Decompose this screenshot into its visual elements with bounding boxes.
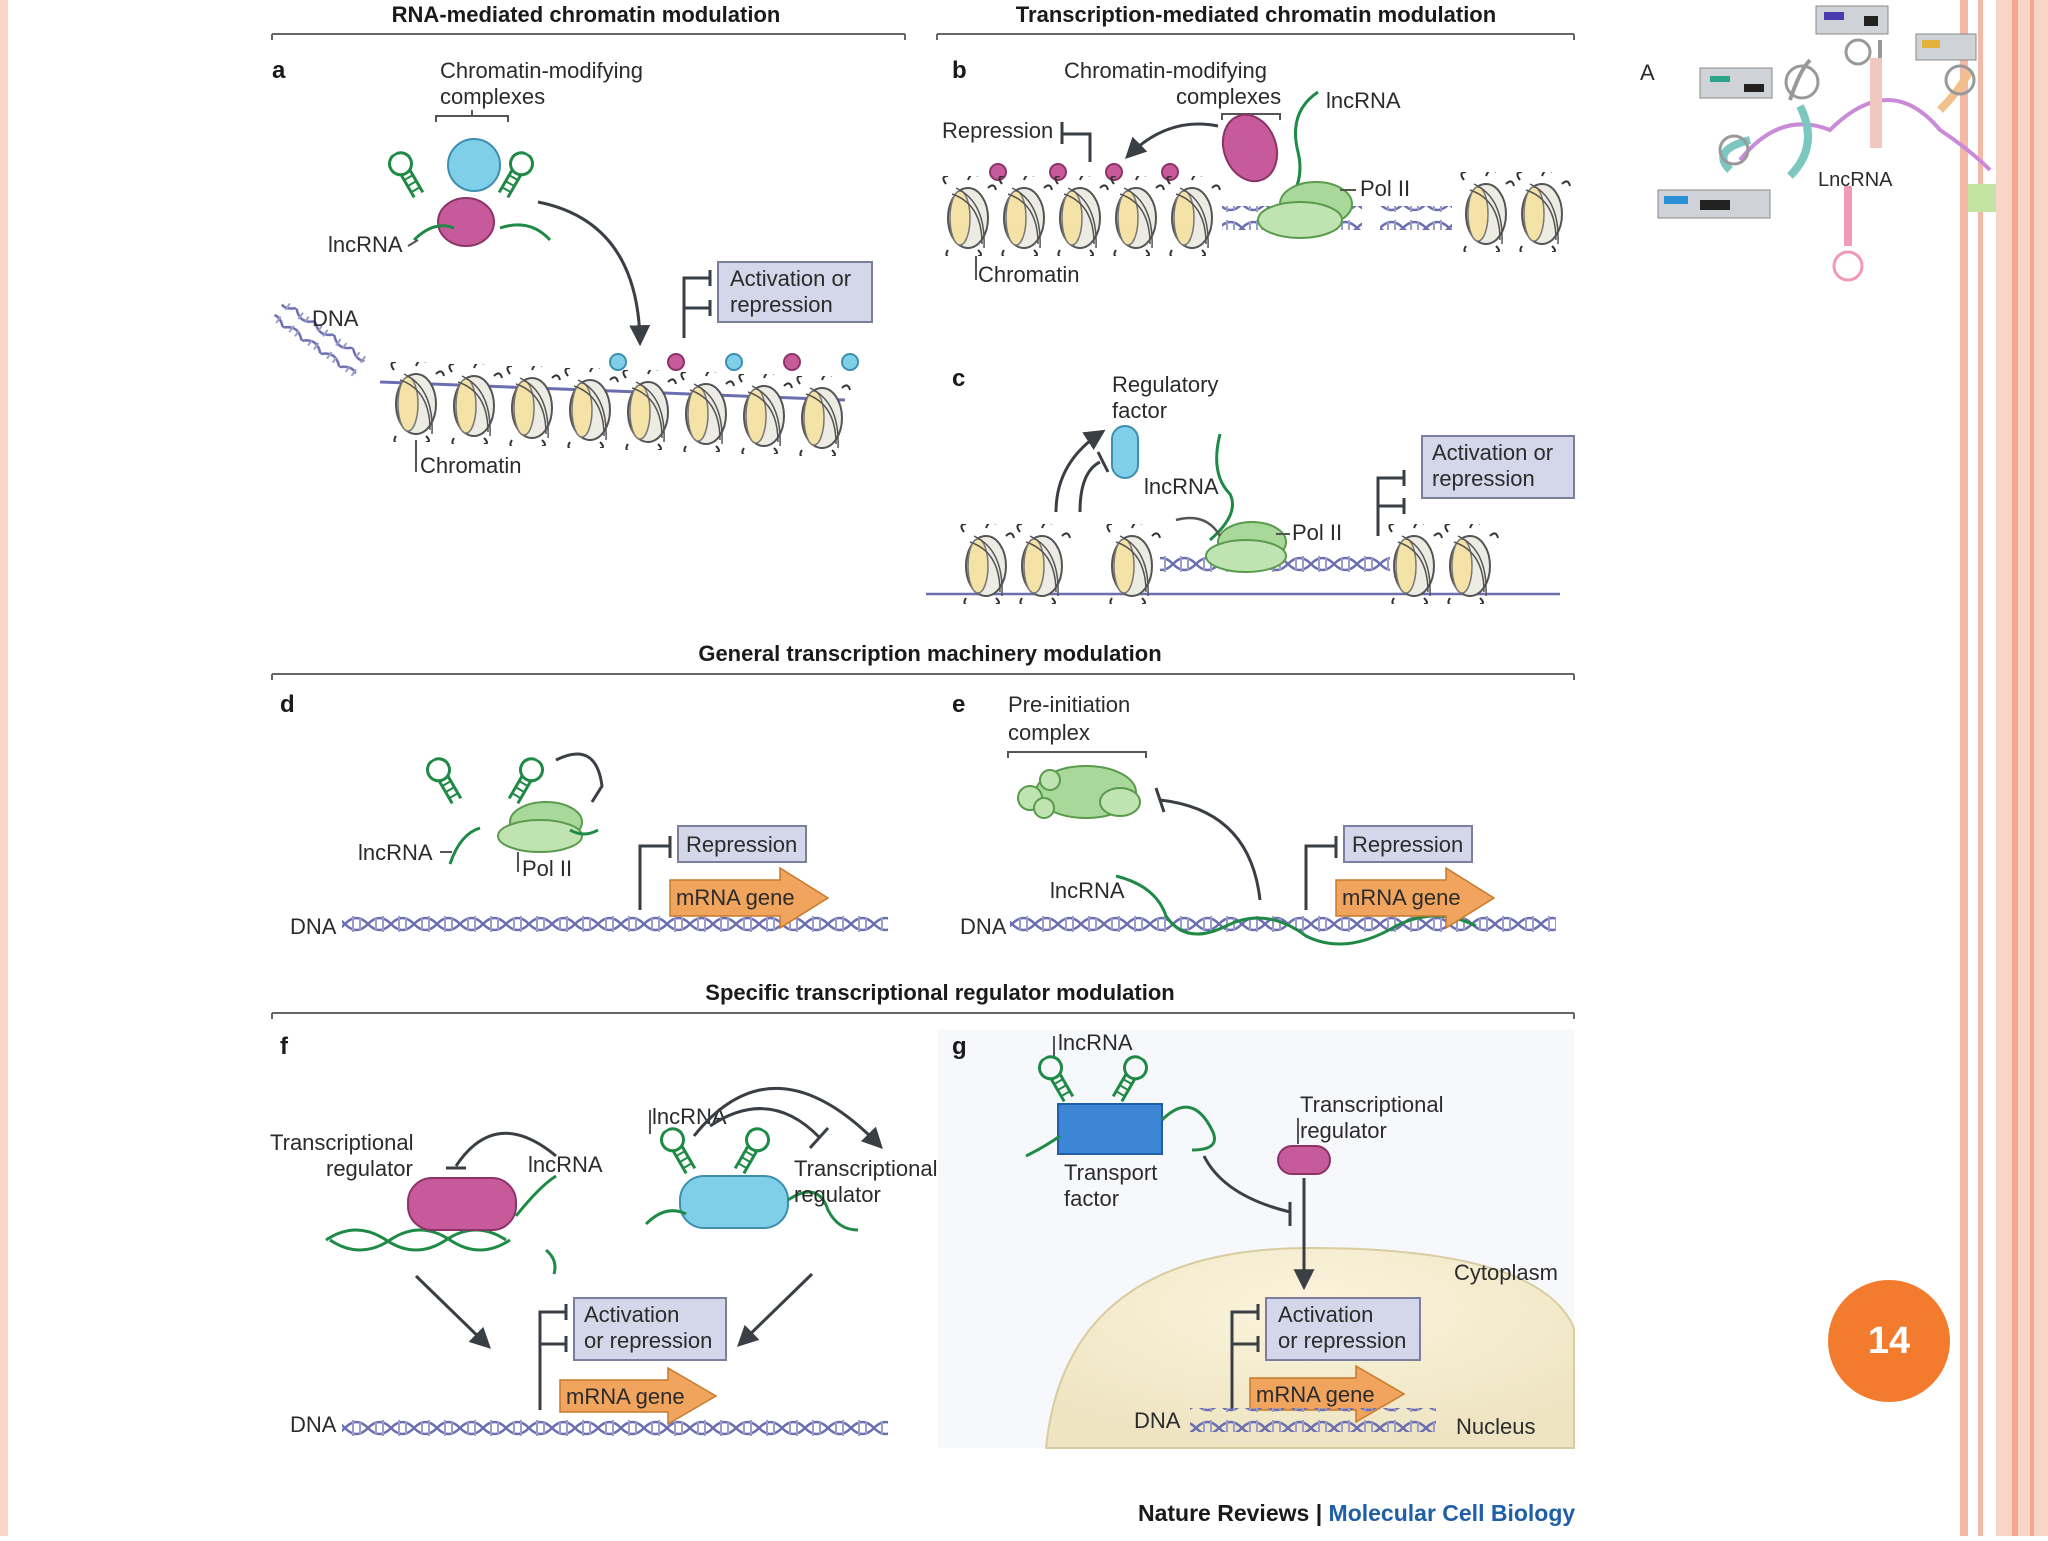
label-lncrna-g: lncRNA — [1058, 1030, 1133, 1055]
label-chromatin-b: Chromatin — [978, 262, 1079, 287]
label-pol2-d: Pol II — [522, 856, 572, 881]
label-regulatory-1: Regulatory — [1112, 372, 1218, 397]
border-stripe — [2030, 0, 2034, 1536]
label-chromatin-modifying-b: Chromatin-modifying — [1064, 58, 1267, 83]
label-dna-g: DNA — [1134, 1408, 1181, 1433]
label-transport-1: Transport — [1064, 1160, 1157, 1185]
activation-box-a — [717, 261, 873, 323]
mrna-gene-d: mRNA gene — [676, 885, 795, 910]
inset-title: LncRNA — [1818, 169, 1893, 191]
label-tr2-f-right: regulator — [794, 1182, 881, 1207]
mrna-gene-f: mRNA gene — [566, 1384, 685, 1409]
label-lncrna-b: lncRNA — [1326, 88, 1401, 113]
label-chromatin-modifying-a: Chromatin-modifying — [440, 58, 643, 83]
activation-box-g — [1265, 1297, 1421, 1361]
activation-text-f1: Activation — [584, 1302, 679, 1327]
panel-label-d: d — [280, 691, 295, 718]
label-dna-a: DNA — [312, 306, 359, 331]
label-regulatory-2: factor — [1112, 398, 1167, 423]
panel-b: b Chromatin-modifying complexes lncRNA R… — [942, 57, 1571, 287]
border-stripe — [2012, 0, 2018, 1536]
repression-text-d: Repression — [686, 832, 797, 857]
complex-blue — [447, 138, 501, 192]
label-pol2-c: Pol II — [1292, 520, 1342, 545]
label-tr1-f-left: Transcriptional — [270, 1130, 413, 1155]
label-complexes-a: complexes — [440, 84, 545, 109]
panel-label-e: e — [952, 691, 965, 718]
slide-number: 14 — [1867, 1319, 1911, 1362]
section-title-rna-mediated: RNA-mediated chromatin modulation — [392, 2, 781, 27]
activation-text-a1: Activation or — [730, 266, 851, 291]
section-title-general: General transcription machinery modulati… — [698, 641, 1161, 666]
repression-box-e — [1343, 825, 1473, 863]
slide-number-badge: 14 — [1828, 1280, 1950, 1402]
border-stripe — [1996, 0, 2048, 1536]
panel-d: d lncRNA Pol II DNA Repression mRNA gene — [280, 691, 888, 939]
activation-text-g2: or repression — [1278, 1328, 1406, 1353]
journal-name-a: Nature Reviews — [1138, 1500, 1310, 1526]
label-preinit-1: Pre-initiation — [1008, 692, 1130, 717]
inset-letter: A — [1640, 60, 1655, 85]
label-chromatin-a: Chromatin — [420, 453, 521, 478]
panel-f: f Transcriptional regulator lncRNA lncRN… — [270, 1033, 937, 1437]
label-cytoplasm: Cytoplasm — [1454, 1260, 1558, 1285]
label-nucleus: Nucleus — [1456, 1414, 1535, 1439]
panel-c: c Regulatory factor lncRNA Pol II Activa… — [926, 365, 1575, 604]
activation-text-a2: repression — [730, 292, 833, 317]
label-lncrna-d: lncRNA — [358, 840, 433, 865]
label-pol2-b: Pol II — [1360, 176, 1410, 201]
label-lncrna-a: lncRNA — [328, 232, 403, 257]
label-dna-f: DNA — [290, 1412, 337, 1437]
panel-label-b: b — [952, 57, 967, 84]
label-repression-b: Repression — [942, 118, 1053, 143]
label-lncrna-f-left: lncRNA — [528, 1152, 603, 1177]
lncrna-inset: A LncRNA — [1640, 5, 1996, 282]
panel-label-g: g — [952, 1033, 967, 1060]
panel-label-f: f — [280, 1033, 289, 1060]
activation-text-c1: Activation or — [1432, 440, 1553, 465]
journal-credit: Nature Reviews | Molecular Cell Biology — [1138, 1500, 1575, 1527]
label-lncrna-c: lncRNA — [1144, 474, 1219, 499]
journal-name-b: Molecular Cell Biology — [1328, 1500, 1576, 1526]
label-dna-e: DNA — [960, 914, 1007, 939]
border-stripe — [1978, 0, 1983, 1536]
panel-label-a: a — [272, 57, 286, 84]
label-transport-2: factor — [1064, 1186, 1119, 1211]
panel-a: a Chromatin-modifying complexes lncRNA D… — [271, 57, 873, 478]
activation-box-f — [573, 1297, 727, 1361]
panel-e: e Pre-initiation complex lncRNA DNA Repr… — [952, 691, 1556, 946]
activation-text-c2: repression — [1432, 466, 1535, 491]
label-dna-d: DNA — [290, 914, 337, 939]
activation-text-f2: or repression — [584, 1328, 712, 1353]
border-stripe-left — [0, 0, 8, 1536]
label-tr1-f-right: Transcriptional — [794, 1156, 937, 1181]
activation-text-g1: Activation — [1278, 1302, 1373, 1327]
complex-purple — [437, 197, 495, 247]
label-lncrna-f-right: lncRNA — [652, 1104, 727, 1129]
panel-label-c: c — [952, 365, 965, 392]
mrna-gene-g: mRNA gene — [1256, 1382, 1375, 1407]
label-lncrna-e: lncRNA — [1050, 878, 1125, 903]
repression-text-e: Repression — [1352, 832, 1463, 857]
activation-box-c — [1421, 435, 1575, 499]
mrna-gene-e: mRNA gene — [1342, 885, 1461, 910]
label-tr1-g: Transcriptional — [1300, 1092, 1443, 1117]
repression-box-d — [677, 825, 807, 863]
section-title-specific: Specific transcriptional regulator modul… — [705, 980, 1174, 1005]
label-tr2-g: regulator — [1300, 1118, 1387, 1143]
label-complexes-b: complexes — [1176, 84, 1281, 109]
section-title-transcription-mediated: Transcription-mediated chromatin modulat… — [1016, 2, 1496, 27]
border-stripe — [1960, 0, 1968, 1536]
journal-separator: | — [1309, 1500, 1329, 1526]
label-preinit-2: complex — [1008, 720, 1090, 745]
label-tr2-f-left: regulator — [326, 1156, 413, 1181]
panel-g: g lncRNA Transport factor Transcriptiona… — [938, 1030, 1575, 1449]
